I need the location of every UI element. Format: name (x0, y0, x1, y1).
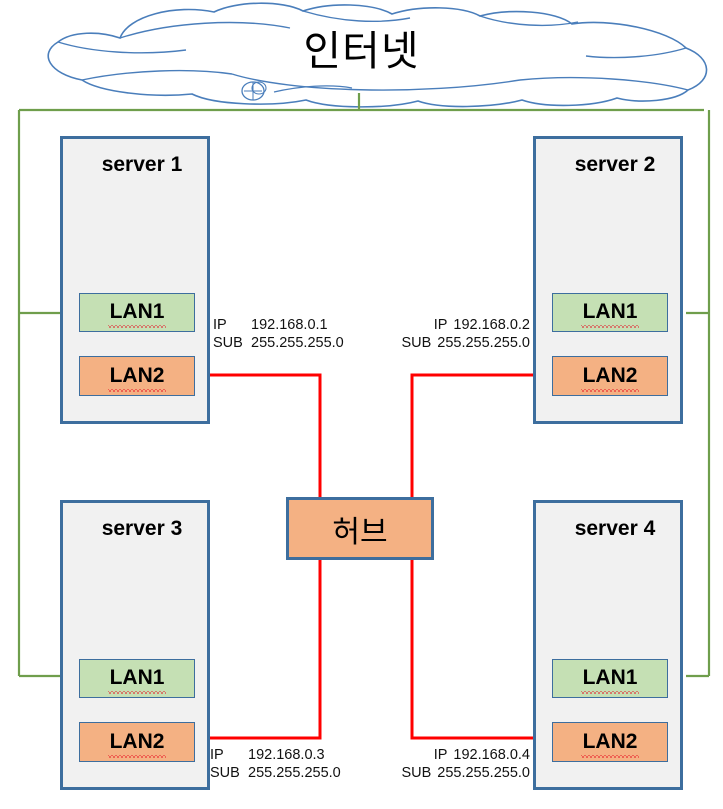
ip-info-server-2: IP 192.168.0.2 SUB 255.255.255.0 (378, 316, 530, 352)
server-title-4: server 4 (574, 517, 656, 540)
ip-row: IP 192.168.0.1 (213, 316, 344, 334)
hub-cables-red (196, 373, 535, 740)
nic-lan2-server-2[interactable]: LAN2 (552, 356, 668, 396)
ip-key: IP (433, 317, 448, 333)
internet-cloud-icon (47, 2, 708, 108)
nic-lan1-server-2[interactable]: LAN1 (552, 293, 668, 332)
nic-lan1-label: LAN1 (580, 300, 640, 328)
nic-lan1-server-3[interactable]: LAN1 (79, 659, 195, 698)
sub-value: 255.255.255.0 (251, 335, 344, 351)
sub-value: 255.255.255.0 (437, 765, 530, 781)
server-box-2[interactable]: server 2 LAN1 LAN2 (533, 136, 683, 424)
server-box-3[interactable]: server 3 LAN1 LAN2 (60, 500, 210, 790)
ip-value: 192.168.0.4 (453, 747, 530, 763)
ip-row: IP 192.168.0.4 (375, 746, 530, 764)
nic-lan2-server-3[interactable]: LAN2 (79, 722, 195, 762)
sub-key: SUB (401, 765, 432, 781)
sub-key: SUB (213, 335, 243, 351)
ip-key: IP (213, 317, 227, 333)
hub-label: 허브 (332, 515, 388, 549)
ip-info-server-4: IP 192.168.0.4 SUB 255.255.255.0 (375, 746, 530, 782)
ip-info-server-1: IP 192.168.0.1 SUB 255.255.255.0 (213, 316, 344, 352)
nic-lan1-server-4[interactable]: LAN1 (552, 659, 668, 698)
sub-value: 255.255.255.0 (248, 765, 341, 781)
sub-key: SUB (210, 765, 240, 781)
nic-lan2-server-1[interactable]: LAN2 (79, 356, 195, 396)
nic-lan2-label: LAN2 (107, 363, 167, 392)
server-box-1[interactable]: server 1 LAN1 LAN2 (60, 136, 210, 424)
nic-lan1-server-1[interactable]: LAN1 (79, 293, 195, 332)
nic-lan2-label: LAN2 (580, 729, 640, 758)
cable-server2-hub (410, 373, 535, 497)
nic-lan2-label: LAN2 (580, 363, 640, 392)
sub-key: SUB (401, 335, 432, 351)
sub-row: SUB 255.255.255.0 (378, 334, 530, 352)
server-title-2: server 2 (574, 153, 656, 176)
ip-key: IP (433, 747, 448, 763)
server-title-3: server 3 (101, 517, 183, 540)
server-box-4[interactable]: server 4 LAN1 LAN2 (533, 500, 683, 790)
nic-lan2-server-4[interactable]: LAN2 (552, 722, 668, 762)
cable-server4-hub (410, 560, 535, 740)
nic-lan2-label: LAN2 (107, 729, 167, 758)
ip-key: IP (210, 747, 224, 763)
nic-lan1-label: LAN1 (580, 666, 640, 694)
nic-lan1-label: LAN1 (107, 300, 167, 328)
cloud-label: 인터넷 (303, 28, 420, 74)
sub-row: SUB 255.255.255.0 (375, 764, 530, 782)
ip-row: IP 192.168.0.2 (378, 316, 530, 334)
cable-server1-hub (196, 373, 322, 497)
sub-value: 255.255.255.0 (437, 335, 530, 351)
server-title-1: server 1 (101, 153, 183, 176)
ip-value: 192.168.0.3 (248, 747, 325, 763)
ip-row: IP 192.168.0.3 (210, 746, 341, 764)
nic-lan1-label: LAN1 (107, 666, 167, 694)
ip-value: 192.168.0.1 (251, 317, 328, 333)
sub-row: SUB 255.255.255.0 (213, 334, 344, 352)
hub-box[interactable]: 허브 (286, 497, 434, 560)
ip-value: 192.168.0.2 (453, 317, 530, 333)
cable-server3-hub (196, 560, 322, 740)
sub-row: SUB 255.255.255.0 (210, 764, 341, 782)
uplink-green-bus (17, 93, 711, 678)
ip-info-server-3: IP 192.168.0.3 SUB 255.255.255.0 (210, 746, 341, 782)
